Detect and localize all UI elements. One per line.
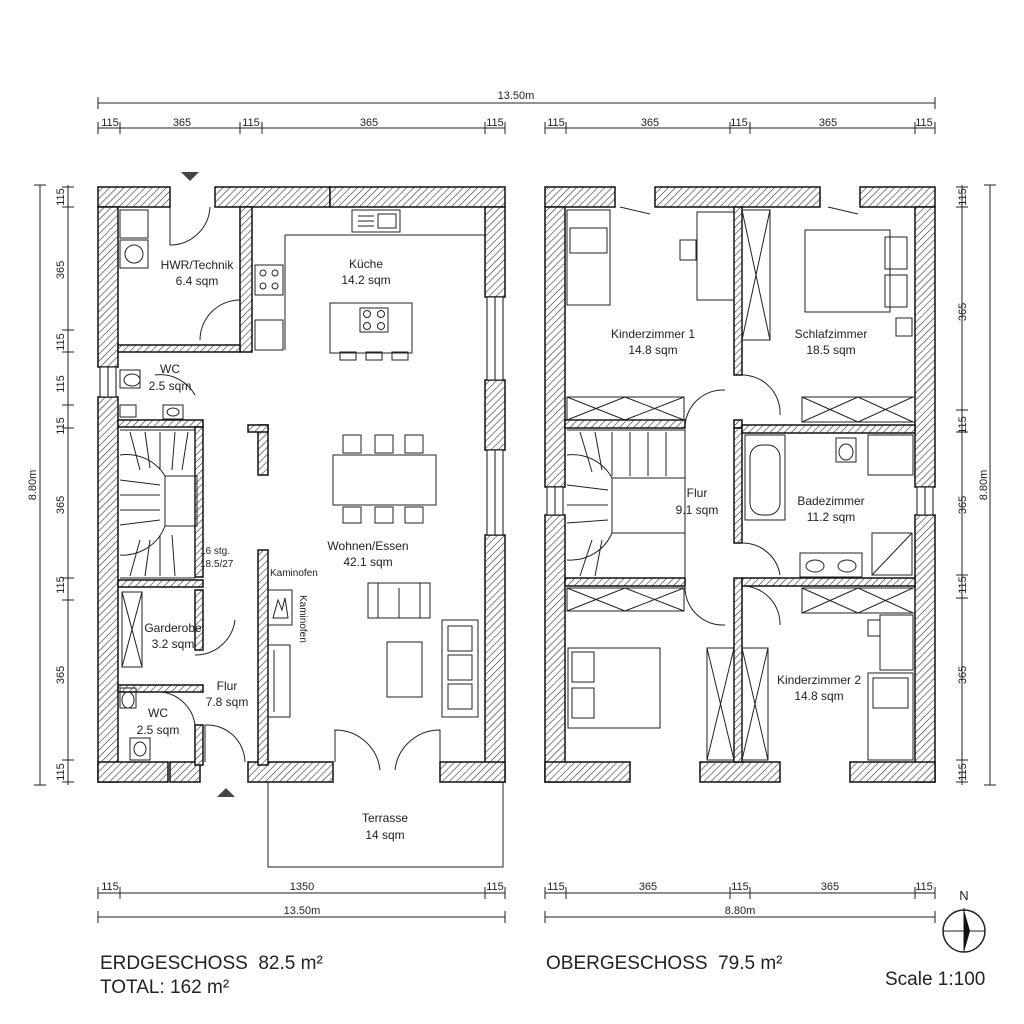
dim-label: 365 (957, 303, 969, 321)
room-name-bad: Badezimmer (797, 494, 864, 508)
room-area-terrasse: 14 sqm (365, 828, 404, 842)
total-area: TOTAL: 162 m² (100, 977, 229, 998)
ground-floor-furniture (119, 209, 504, 868)
dim-label: 365 (55, 666, 67, 684)
upper-floor-windows (546, 486, 934, 516)
dim-label: 115 (731, 881, 749, 893)
fireplace-label-vertical: Kaminofen (297, 595, 308, 643)
ground-floor-summary: ERDGESCHOSS 82.5 m² (100, 953, 323, 974)
dim-label: 115 (55, 188, 67, 206)
room-area-flur-ground: 7.8 sqm (206, 695, 249, 709)
dim-label: 115 (547, 117, 565, 129)
north-label: N (959, 888, 968, 903)
dim-label: 115 (101, 881, 119, 893)
dim-label: 115 (957, 763, 969, 781)
dim-label: 365 (55, 261, 67, 279)
dim-label: 115 (55, 576, 67, 594)
dim-left-ground: 115 365 115 115 115 365 115 365 115 (55, 188, 67, 781)
dim-label: 365 (360, 117, 378, 129)
entrance-arrow-icon (181, 172, 199, 181)
dim-label: 115 (547, 881, 565, 893)
dim-right-upper: 115 365 115 365 115 365 115 (957, 188, 969, 781)
room-area-wc-upper: 2.5 sqm (149, 379, 192, 393)
dim-label: 365 (957, 496, 969, 514)
dim-label: 115 (957, 416, 969, 434)
upper-floor-doors (619, 206, 859, 626)
room-name-wohnen: Wohnen/Essen (327, 539, 408, 553)
room-name-wc-lower: WC (148, 706, 168, 720)
dim-label: 365 (821, 881, 839, 893)
room-area-hwr: 6.4 sqm (176, 274, 219, 288)
room-name-kueche: Küche (349, 257, 383, 271)
dim-label: 115 (55, 375, 67, 393)
terrace-arrow-icon (217, 788, 235, 797)
left-dimension-lines (34, 184, 74, 786)
stair-note-ratio: 18.5/27 (200, 559, 234, 570)
dim-total-top: 13.50m (498, 90, 535, 102)
dim-total-right: 8.80m (978, 470, 990, 501)
dim-total-bottom: 8.80m (725, 905, 756, 917)
dim-bottom-upper: 115 365 115 365 115 8.80m (547, 881, 933, 917)
room-name-flur-ground: Flur (217, 679, 238, 693)
upper-floor-room-labels: Kinderzimmer 1 14.8 sqm Schlafzimmer 18.… (611, 327, 867, 703)
dim-label: 115 (486, 117, 504, 129)
stair-note-steps: 16 stg. (200, 546, 230, 557)
dim-label: 115 (957, 576, 969, 594)
ground-floor-walls (97, 186, 506, 783)
room-name-flur-upper: Flur (687, 486, 708, 500)
dim-label: 365 (641, 117, 659, 129)
north-arrow-icon: N (942, 888, 986, 953)
fireplace-label: Kaminofen (270, 568, 318, 579)
bottom-dimension-lines (97, 887, 936, 923)
room-name-terrasse: Terrasse (362, 811, 408, 825)
room-name-hwr: HWR/Technik (161, 258, 235, 272)
room-area-schlaf: 18.5 sqm (806, 343, 855, 357)
dim-label: 115 (101, 117, 119, 129)
dim-label: 115 (915, 881, 933, 893)
room-area-kinder2: 14.8 sqm (794, 689, 843, 703)
dim-label: 115 (242, 117, 260, 129)
dim-label: 365 (55, 496, 67, 514)
room-name-kinder2: Kinderzimmer 2 (777, 673, 861, 687)
room-area-garderobe: 3.2 sqm (152, 637, 195, 651)
upper-floor-walls (544, 186, 936, 783)
dim-label: 115 (730, 117, 748, 129)
dim-label: 365 (639, 881, 657, 893)
dim-top-ground: 115 365 115 365 115 (101, 117, 504, 129)
room-area-bad: 11.2 sqm (807, 510, 855, 524)
dim-label: 115 (957, 188, 969, 206)
upper-floor-summary: OBERGESCHOSS 79.5 m² (546, 953, 783, 974)
scale-label: Scale 1:100 (885, 969, 985, 990)
room-name-schlaf: Schlafzimmer (795, 327, 868, 341)
upper-floor-furniture (566, 209, 916, 761)
dim-label: 115 (55, 417, 67, 435)
dim-bottom-ground: 115 1350 115 13.50m (101, 881, 504, 917)
top-dimension-lines (97, 97, 936, 134)
dim-total-left: 8.80m (27, 470, 39, 501)
dim-label: 115 (55, 763, 67, 781)
dim-top-upper: 115 365 115 365 115 (547, 117, 933, 129)
room-area-kueche: 14.2 sqm (341, 273, 390, 287)
dim-label: 115 (915, 117, 933, 129)
dim-label: 365 (173, 117, 191, 129)
room-name-kinder1: Kinderzimmer 1 (611, 327, 695, 341)
dim-label: 1350 (290, 881, 314, 893)
room-area-flur-upper: 9.1 sqm (676, 503, 719, 517)
dim-label: 365 (819, 117, 837, 129)
ground-floor-windows (99, 296, 504, 536)
room-area-wohnen: 42.1 sqm (343, 555, 392, 569)
dim-total-bottom: 13.50m (284, 905, 321, 917)
room-area-kinder1: 14.8 sqm (628, 343, 677, 357)
right-dimension-lines (956, 184, 996, 786)
dim-label: 115 (486, 881, 504, 893)
room-area-wc-lower: 2.5 sqm (137, 723, 180, 737)
room-name-garderobe: Garderobe (144, 621, 202, 635)
room-name-wc-upper: WC (160, 362, 180, 376)
dim-label: 115 (55, 333, 67, 351)
ground-floor-room-labels: HWR/Technik 6.4 sqm Küche 14.2 sqm WC 2.… (137, 257, 409, 842)
ground-floor-doors (154, 206, 441, 771)
dim-label: 365 (957, 666, 969, 684)
